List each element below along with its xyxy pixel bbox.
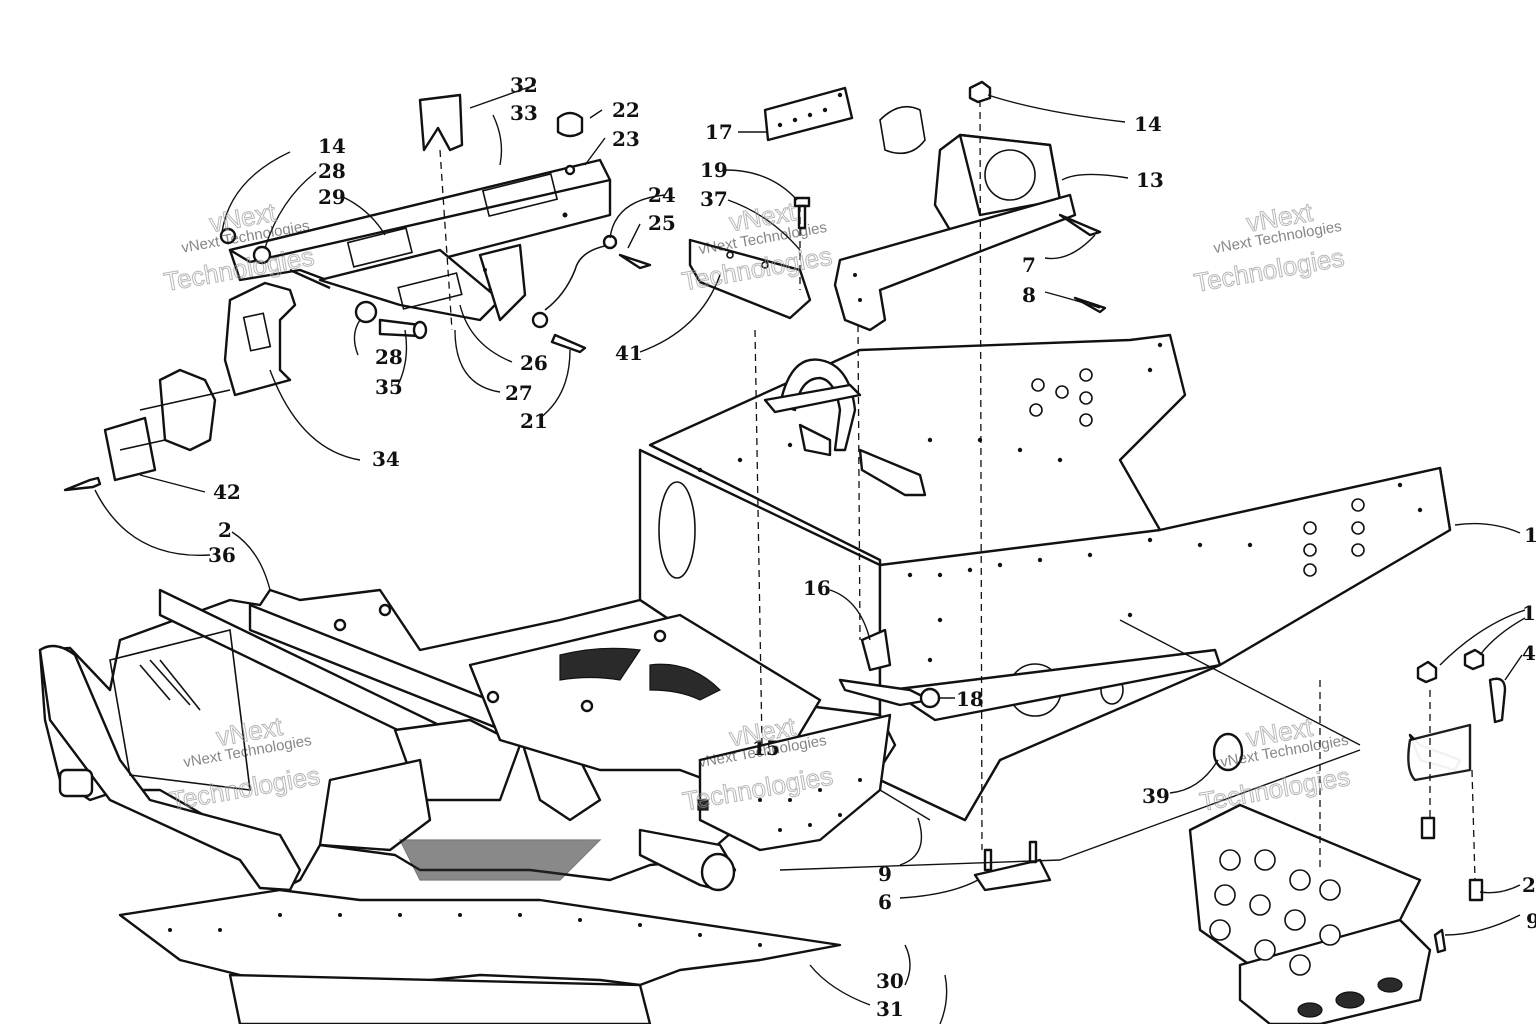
watermark-top-center: vNext vNext Technologies Technologies <box>679 196 835 297</box>
callout-36: 36 <box>208 543 236 567</box>
callout-21: 21 <box>520 409 548 433</box>
assembly-lines <box>439 99 1476 881</box>
callout-9-right: 9 <box>1526 909 1536 933</box>
callout-27: 27 <box>505 381 533 405</box>
callout-37: 37 <box>700 187 728 211</box>
callout-15: 15 <box>752 736 780 760</box>
callout-24: 24 <box>648 183 676 207</box>
watermark-bottom-right: vNext vNext Technologies Technologies <box>1197 711 1353 817</box>
callout-22: 22 <box>612 98 640 122</box>
callout-30: 30 <box>876 969 904 993</box>
seat-bracket <box>63 281 297 492</box>
rear-bumper-plate <box>1188 648 1507 1024</box>
callout-39: 39 <box>1142 784 1170 808</box>
callout-26: 26 <box>520 351 548 375</box>
callout-1: 1 <box>1524 523 1536 547</box>
callout-29: 29 <box>318 185 346 209</box>
callout-42: 42 <box>213 480 241 504</box>
watermark-top-left: vNext vNext Technologies Technologies <box>161 197 317 298</box>
callout-labels: 32 33 22 23 14 28 29 24 25 28 35 26 27 2… <box>208 73 1536 1021</box>
callout-16: 16 <box>803 576 831 600</box>
callout-2-left: 2 <box>218 518 232 542</box>
callout-8: 8 <box>1022 283 1036 307</box>
callout-35: 35 <box>375 375 403 399</box>
mount-bracket <box>838 628 941 709</box>
callout-41: 41 <box>615 341 643 365</box>
callout-9-center: 9 <box>878 862 892 886</box>
callout-13: 13 <box>1136 168 1164 192</box>
callout-34: 34 <box>372 447 400 471</box>
callout-14-right: 14 <box>1522 601 1536 625</box>
callout-28-bottom: 28 <box>375 345 403 369</box>
svg-text:Technologies: Technologies <box>1197 761 1352 817</box>
callout-28-top: 28 <box>318 159 346 183</box>
callout-18: 18 <box>956 687 984 711</box>
callout-14-top: 14 <box>1134 112 1162 136</box>
callout-32: 32 <box>510 73 538 97</box>
callout-6: 6 <box>878 890 892 914</box>
steering-support-beam <box>219 93 652 354</box>
callout-19: 19 <box>700 158 728 182</box>
steering-post <box>763 80 1107 332</box>
callout-7: 7 <box>1022 253 1036 277</box>
callout-33: 33 <box>510 101 538 125</box>
callout-23: 23 <box>612 127 640 151</box>
callout-31: 31 <box>876 997 904 1021</box>
watermark-top-right: vNext vNext Technologies Technologies <box>1191 196 1347 298</box>
callout-17: 17 <box>705 120 733 144</box>
front-suspension-frame <box>38 588 897 1024</box>
callout-25: 25 <box>648 211 676 235</box>
callout-14-left: 14 <box>318 134 346 158</box>
callout-4: 4 <box>1522 641 1536 665</box>
callout-2-right: 2 <box>1522 873 1536 897</box>
leader-lines <box>94 84 1526 1024</box>
grommet <box>973 732 1244 892</box>
